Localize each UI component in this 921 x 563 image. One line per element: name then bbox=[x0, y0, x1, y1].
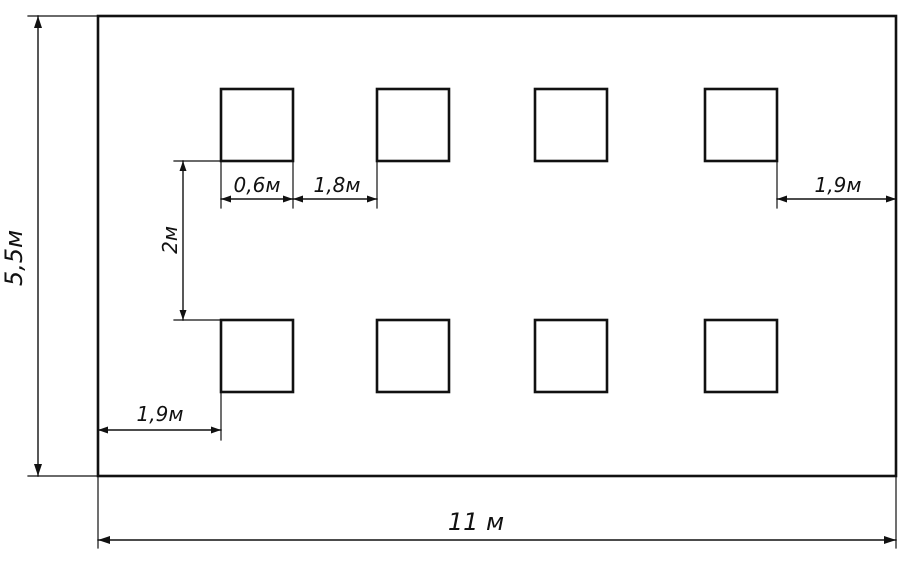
arrow-right-icon bbox=[886, 195, 896, 203]
label-row-spacing: 2м bbox=[158, 226, 182, 254]
label-total-width: 5,5м bbox=[0, 230, 28, 286]
label-total-length: 11 м bbox=[448, 508, 504, 536]
pillar-bottom-4 bbox=[703, 318, 779, 394]
arrow-left-icon bbox=[293, 195, 303, 203]
pillar-top-2 bbox=[375, 87, 451, 163]
arrow-up-icon bbox=[34, 16, 42, 28]
pillar-top-3 bbox=[533, 87, 609, 163]
arrow-down-icon bbox=[34, 464, 42, 476]
pillar-bottom-2 bbox=[375, 318, 451, 394]
arrow-right-icon bbox=[884, 536, 896, 544]
pillar-bottom-1 bbox=[219, 318, 295, 394]
arrow-left-icon bbox=[221, 195, 231, 203]
arrow-up-icon bbox=[179, 161, 187, 171]
pillar-bottom-3 bbox=[533, 318, 609, 394]
arrow-right-icon bbox=[367, 195, 377, 203]
arrow-right-icon bbox=[211, 426, 221, 434]
arrow-left-icon bbox=[98, 536, 110, 544]
arrow-down-icon bbox=[179, 310, 187, 320]
label-right-margin: 1,9м bbox=[815, 173, 862, 197]
label-pillar-gap: 1,8м bbox=[314, 173, 361, 197]
arrow-left-icon bbox=[777, 195, 787, 203]
pillar-top-1 bbox=[219, 87, 295, 163]
label-pillar-size: 0,6м bbox=[234, 173, 281, 197]
room-outline bbox=[96, 14, 898, 478]
arrow-right-icon bbox=[283, 195, 293, 203]
label-left-margin: 1,9м bbox=[137, 402, 184, 426]
pillar-top-4 bbox=[703, 87, 779, 163]
arrow-left-icon bbox=[98, 426, 108, 434]
